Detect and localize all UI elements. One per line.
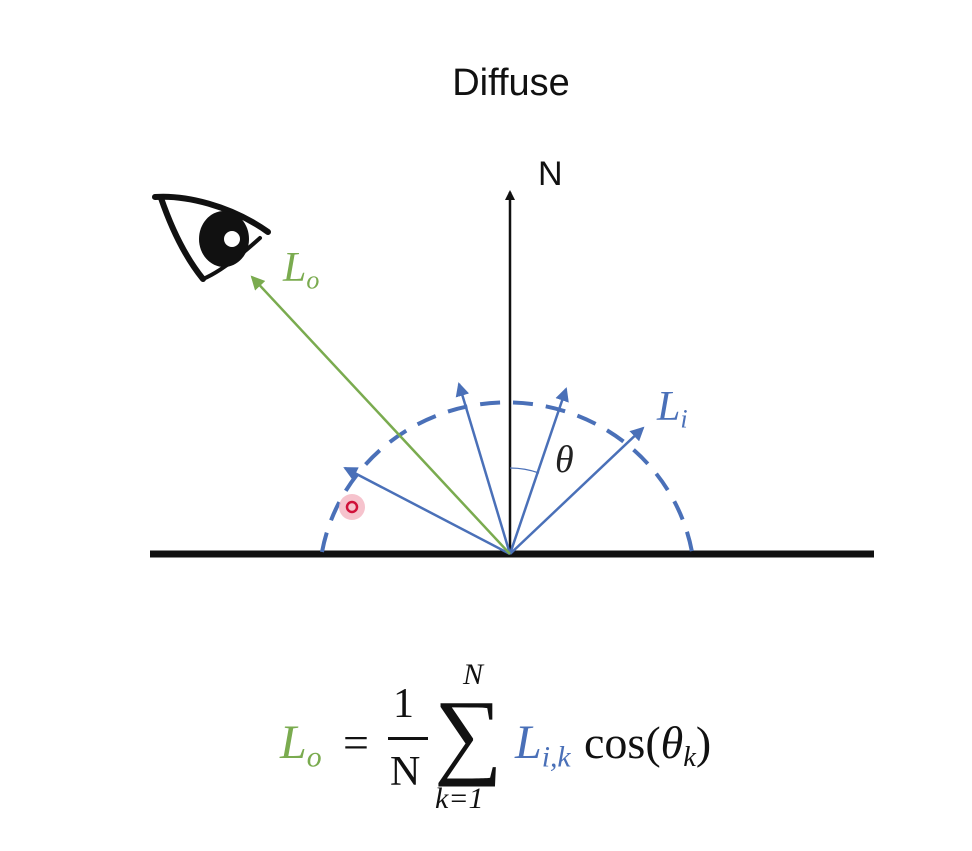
incoming-ray-1 (343, 466, 511, 556)
formula-sum-symbol: ∑ (434, 680, 503, 787)
formula-lhs: Lo (280, 716, 322, 774)
diffuse-formula: Lo = 1 N ∑ N k=1 Li,k cos(θk) (0, 658, 972, 830)
theta-angle-arc (509, 467, 540, 474)
cursor-marker-icon (339, 494, 365, 520)
formula-numerator: 1 (393, 681, 414, 727)
eye-icon (152, 193, 271, 282)
formula-sum-lower: k=1 (435, 782, 484, 815)
normal-label: N (538, 155, 563, 193)
formula-denominator: N (390, 749, 421, 795)
incoming-ray-2 (455, 382, 512, 555)
outgoing-radiance-label: Lo (283, 245, 320, 295)
incoming-ray-4 (509, 426, 645, 555)
incoming-radiance-label: Li (657, 384, 688, 434)
outgoing-ray (250, 275, 511, 555)
formula-equals: = (343, 717, 369, 768)
hemisphere-dashed-arc (320, 400, 694, 553)
diagram-title: Diffuse (452, 62, 570, 104)
formula-sum-upper: N (463, 658, 484, 691)
theta-angle-label: θ (555, 439, 574, 481)
formula-cosine-term: cos(θk) (584, 717, 712, 773)
formula-incoming-term: Li,k (515, 716, 571, 774)
incoming-ray-3 (508, 387, 569, 555)
formula-fraction-bar (388, 737, 428, 740)
